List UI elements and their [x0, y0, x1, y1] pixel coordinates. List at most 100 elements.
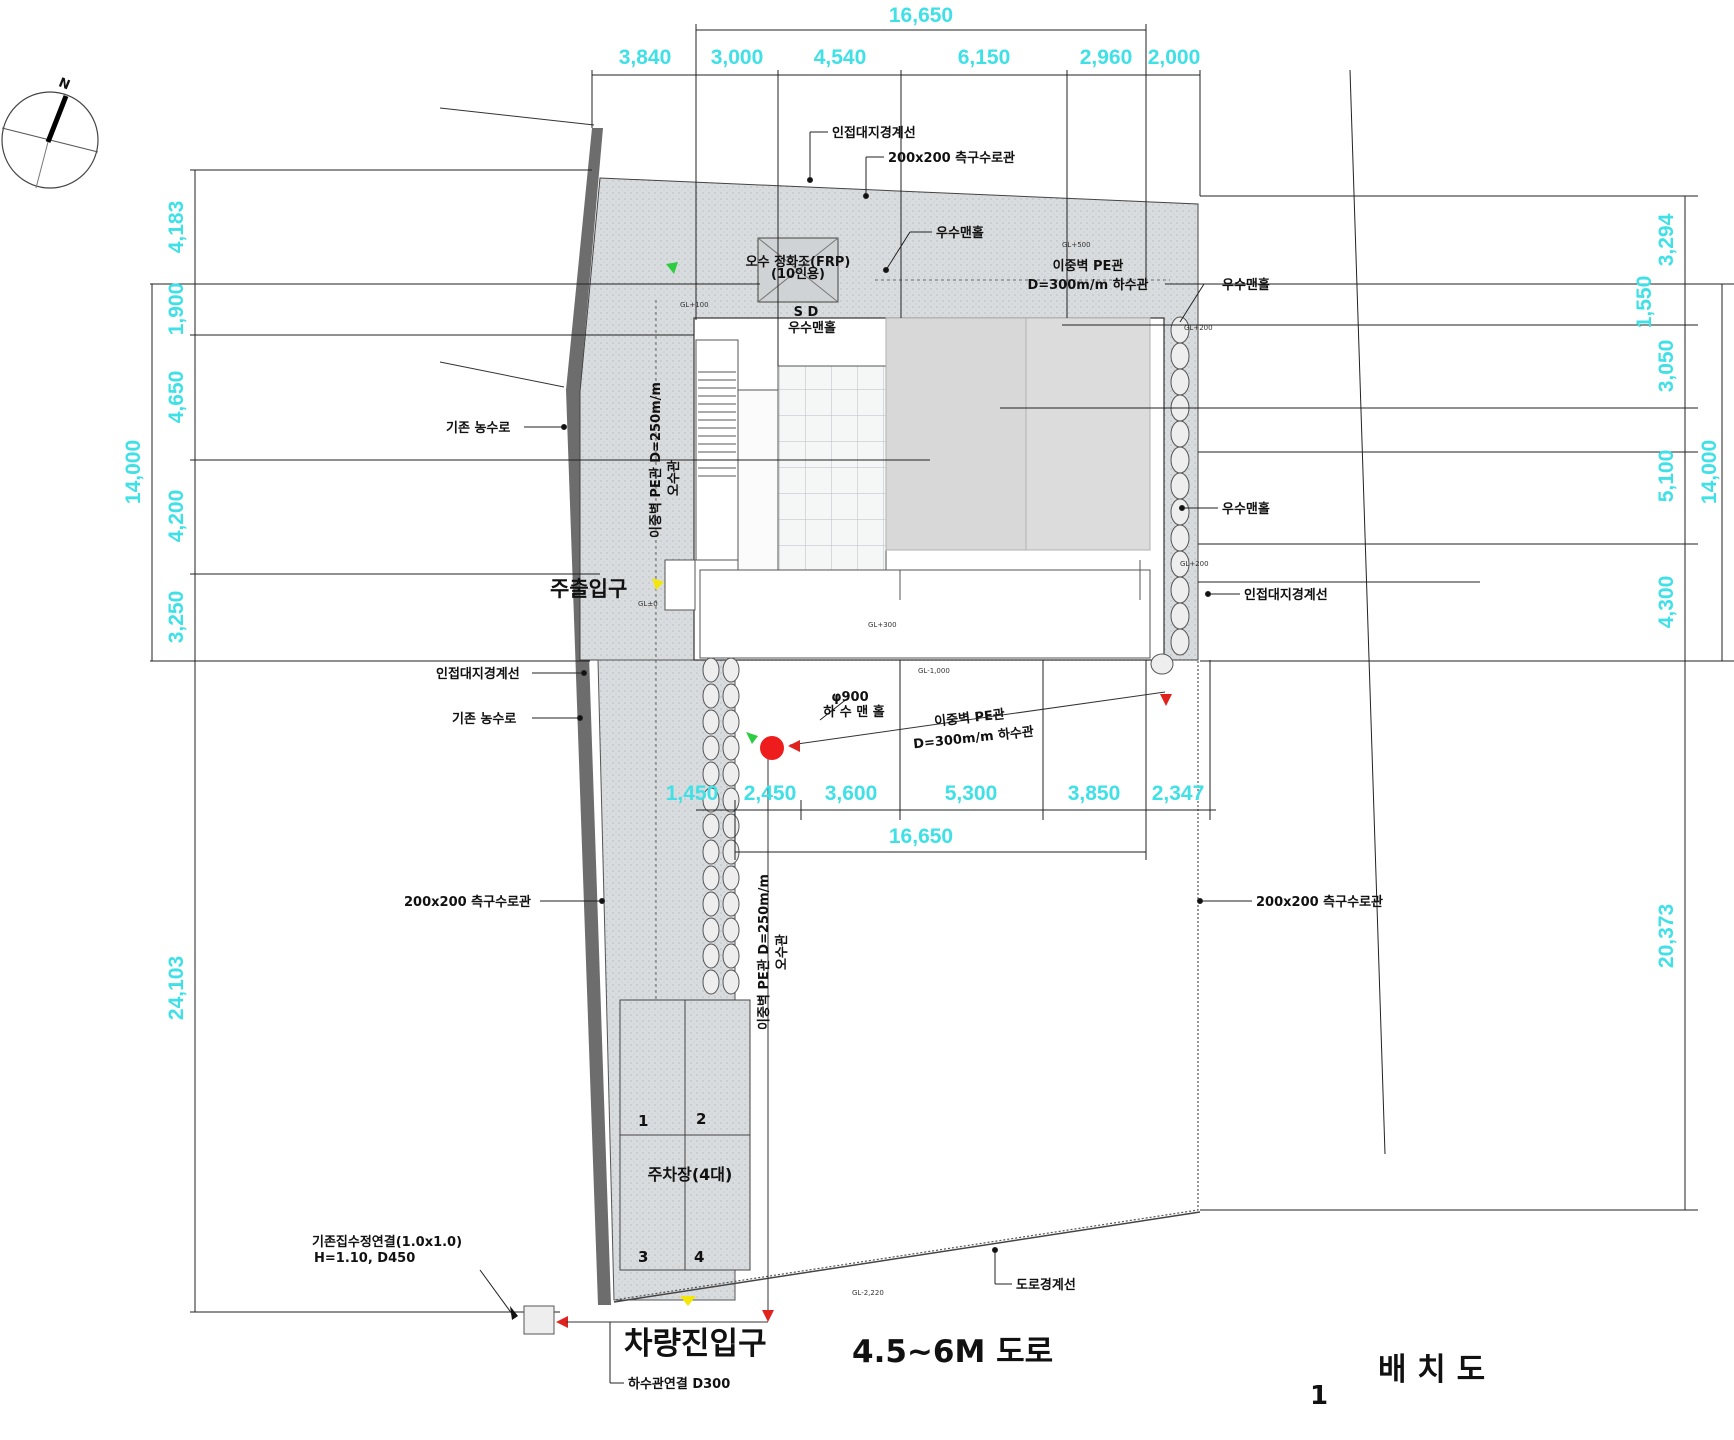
level-gl-0: GL±0 — [638, 600, 658, 608]
mid-dim-1: 1,450 — [666, 782, 719, 805]
right-dim-1: 3,294 — [1655, 213, 1678, 266]
label-gutter-right: 200x200 측구수로관 — [1256, 894, 1383, 910]
level-gl-200a: GL+200 — [1184, 324, 1213, 332]
entrance-recess — [664, 559, 696, 611]
yellow-marker-entrance — [652, 578, 664, 590]
label-pe-pipe-top: 이중벽 PE관 — [1053, 258, 1124, 274]
label-manhole-sd: 우수맨홀 — [788, 320, 836, 336]
level-gl-m1000: GL-1,000 — [918, 667, 950, 675]
label-boundary-right: 인접대지경계선 — [1244, 587, 1328, 603]
right-overall-dim: 14,000 — [1698, 440, 1721, 504]
label-boundary-left: 인접대지경계선 — [436, 666, 520, 682]
pipe-mid-diagonal — [789, 691, 1166, 746]
leader-lines — [479, 131, 1252, 1384]
label-gutter-top: 200x200 측구수로관 — [888, 150, 1015, 166]
parking-area — [619, 999, 751, 1271]
label-septic-sub: (10인용) — [771, 266, 825, 282]
label-vehicle-entrance: 차량진입구 — [624, 1326, 767, 1362]
right-extension-lines — [1000, 69, 1734, 1211]
label-manhole-900: φ900 — [831, 690, 868, 705]
label-pe-pipe-mid-spec: D=300m/m 하수관 — [913, 724, 1035, 753]
top-dim-1: 3,840 — [619, 46, 672, 69]
label-manhole-top: 우수맨홀 — [936, 225, 984, 241]
left-extension-lines — [150, 169, 930, 1313]
left-dim-3: 4,650 — [165, 371, 188, 424]
green-marker-top — [666, 262, 678, 274]
arrow-right-corner — [1160, 694, 1172, 706]
top-dim-4: 6,150 — [958, 46, 1011, 69]
left-dim-2: 1,900 — [165, 283, 188, 336]
mid-overall-dim: 16,650 — [889, 825, 953, 848]
parking-space-2: 2 — [696, 1110, 706, 1128]
parking-space-1: 1 — [638, 1112, 648, 1130]
yellow-marker-vehicle — [680, 1296, 696, 1306]
label-collection-well: 기존집수정연결(1.0x1.0) — [312, 1234, 462, 1250]
label-ditch-left-2: 기존 농수로 — [452, 712, 516, 727]
roof-slab-right — [1025, 317, 1151, 551]
parking-title: 주차장(4대) — [648, 1165, 733, 1184]
level-gl-100: GL+100 — [680, 301, 709, 309]
mid-dim-ticks — [734, 660, 1211, 860]
label-road-boundary: 도로경계선 — [1016, 1277, 1076, 1293]
lower-hall — [699, 569, 1151, 659]
mid-dim-2: 2,450 — [744, 782, 797, 805]
left-dim-1: 4,183 — [165, 201, 188, 254]
level-gl-200b: GL+200 — [1180, 560, 1209, 568]
road-boundary-line — [613, 1211, 1201, 1303]
drawing-title: 배 치 도 — [1378, 1352, 1485, 1388]
mid-dim-4: 5,300 — [945, 782, 998, 805]
level-gl-500: GL+500 — [1062, 241, 1091, 249]
label-manhole-right-2: 우수맨홀 — [1222, 501, 1270, 517]
top-dim-ticks — [591, 24, 1201, 366]
label-pe-pipe-lower: 이중벽 PE관 D=250m/m — [756, 874, 772, 1030]
right-dim-2: 1,550 — [1633, 276, 1656, 329]
label-sewer-connection: 하수관연결 D300 — [628, 1376, 730, 1392]
core-block — [737, 389, 779, 571]
right-dim-3: 3,050 — [1655, 340, 1678, 393]
parking-space-4: 4 — [694, 1248, 704, 1266]
left-dim-5: 3,250 — [165, 591, 188, 644]
north-arrow-needle — [45, 95, 69, 143]
label-pe-pipe-top-spec: D=300m/m 하수관 — [1027, 277, 1148, 293]
septic-tank-cross-b — [757, 237, 839, 303]
arrow-mid-pipe — [788, 740, 800, 752]
right-dim-4: 5,100 — [1655, 450, 1678, 503]
label-collection-well-spec: H=1.10, D450 — [314, 1251, 415, 1266]
green-marker-mid — [746, 732, 758, 744]
top-dim-2: 3,000 — [711, 46, 764, 69]
left-overall-dim: 14,000 — [122, 440, 145, 504]
right-lower-dim: 20,373 — [1655, 904, 1678, 968]
collection-well-box — [523, 1305, 555, 1335]
level-gl-m2220: GL-2,220 — [852, 1289, 884, 1297]
top-dim-5: 2,960 — [1080, 46, 1133, 69]
stone-border-right — [1150, 316, 1190, 675]
left-lower-dim: 24,103 — [165, 956, 188, 1020]
mid-dim-3: 3,600 — [825, 782, 878, 805]
label-septic: 오수 정화조(FRP) — [746, 254, 851, 270]
label-main-entrance: 주출입구 — [550, 577, 627, 601]
label-pe-pipe-left: 이중벽 PE관 D=250m/m — [648, 382, 664, 538]
arrow-well-leader — [510, 1306, 518, 1320]
arrow-lower-pipe — [762, 1310, 774, 1322]
ditch-mid-line — [439, 361, 565, 388]
label-road: 4.5~6M 도로 — [852, 1334, 1053, 1370]
top-dim-6: 2,000 — [1148, 46, 1201, 69]
stair-hall — [695, 339, 739, 561]
arrow-collection-well — [556, 1316, 568, 1328]
label-manhole-right-1: 우수맨홀 — [1222, 277, 1270, 293]
left-dim-4: 4,200 — [165, 490, 188, 543]
north-label: N — [56, 75, 72, 93]
label-sd: S D — [794, 305, 819, 320]
parking-space-3: 3 — [638, 1248, 648, 1266]
label-ditch-left-1: 기존 농수로 — [446, 421, 510, 436]
left-wall — [566, 128, 611, 1305]
roof-slab-left — [885, 317, 1027, 551]
label-pe-pipe-mid: 이중벽 PE관 — [934, 706, 1006, 729]
top-dim-3: 4,540 — [814, 46, 867, 69]
mid-dim-6: 2,347 — [1152, 782, 1205, 805]
mid-dim-5: 3,850 — [1068, 782, 1121, 805]
sewer-manhole-marker — [760, 736, 784, 760]
right-dim-5: 4,300 — [1655, 576, 1678, 629]
level-gl-300: GL+300 — [868, 621, 897, 629]
north-arrow-tail — [35, 141, 49, 189]
